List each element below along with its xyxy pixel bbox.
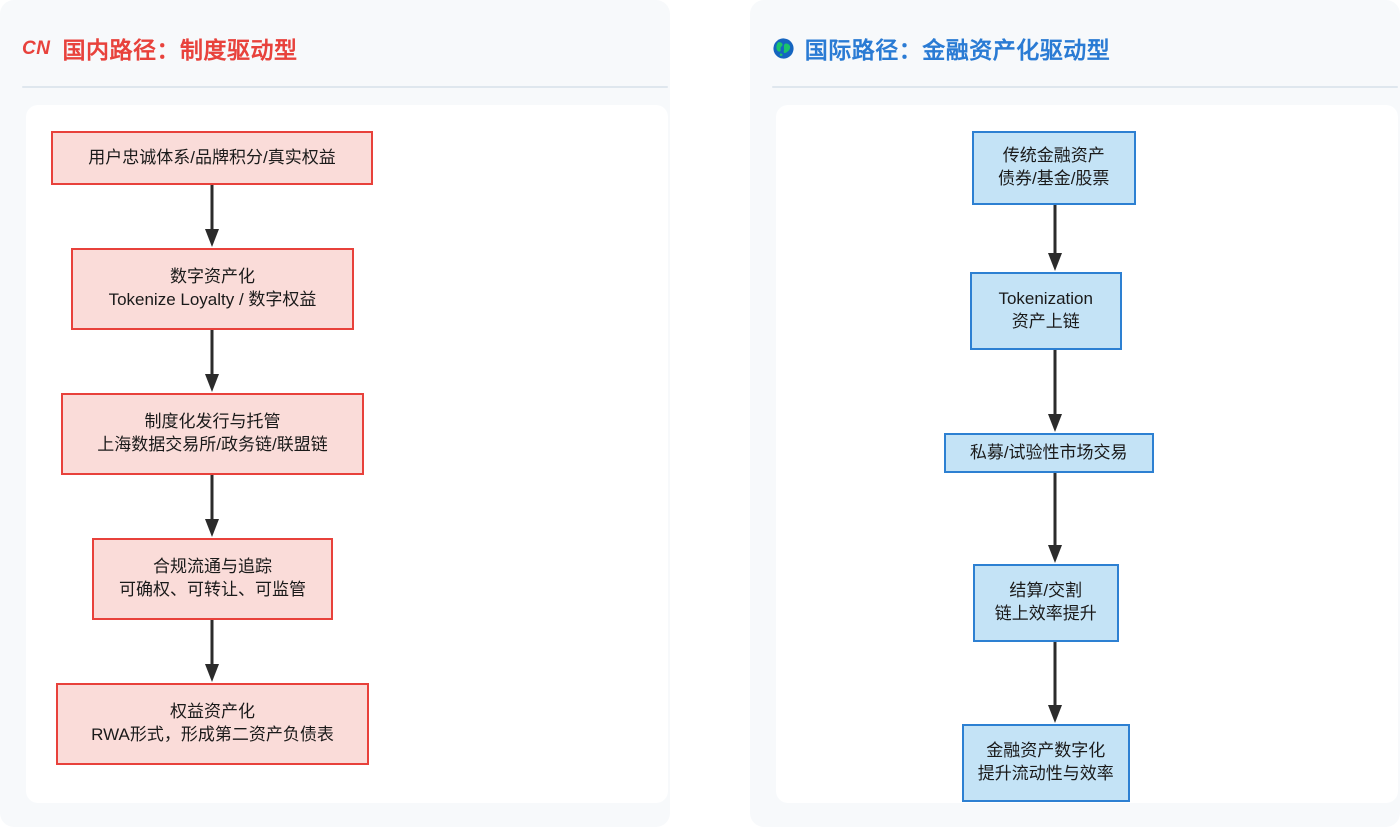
flow-node[interactable]: 传统金融资产 债券/基金/股票 [971,131,1136,205]
flow-node[interactable]: 金融资产数字化 提升流动性与效率 [961,724,1130,802]
flow-arrow [1047,473,1062,563]
flow-arrow [205,330,219,392]
flow-arrow [1047,350,1062,432]
node-line-1: 金融资产数字化 [986,741,1106,761]
node-line-1: 合规流通与追踪 [153,557,272,577]
panel-title-domestic: 国内路径：制度驱动型 [62,37,298,63]
node-line-2: 资产上链 [1011,312,1080,331]
flow-arrow [205,185,219,247]
panel-domestic-path: CN 国内路径：制度驱动型 用户忠诚体系/品牌积分/真实权益 数字资产化 Tok… [0,0,670,827]
panel-header-domestic: CN 国内路径：制度驱动型 [0,0,670,66]
flow-card-domestic: 用户忠诚体系/品牌积分/真实权益 数字资产化 Tokenize Loyalty … [26,105,668,803]
flow-arrow [1047,205,1062,271]
node-line-2: 债券/基金/股票 [997,169,1110,188]
flowchart-domestic: 用户忠诚体系/品牌积分/真实权益 数字资产化 Tokenize Loyalty … [26,105,668,803]
node-line-2: 可确权、可转让、可监管 [119,580,306,599]
node-line-2: RWA形式，形成第二资产负债表 [91,725,334,744]
globe-icon [772,37,795,60]
flow-node[interactable]: 用户忠诚体系/品牌积分/真实权益 [51,131,373,185]
flow-node[interactable]: 结算/交割 链上效率提升 [972,564,1119,642]
header-divider [22,86,668,88]
node-line-1: Tokenization [998,289,1093,309]
cn-flag-icon: CN [22,37,51,59]
node-line-2: 提升流动性与效率 [977,764,1114,783]
panel-header-international: 国际路径：金融资产化驱动型 [750,0,1400,66]
node-line-2: Tokenize Loyalty / 数字权益 [108,290,317,309]
header-divider [771,86,1398,88]
flowchart-international: 传统金融资产 债券/基金/股票 Tokenization 资产上链 私募/试验性 [776,105,1398,803]
node-line-2: 上海数据交易所/政务链/联盟链 [97,435,328,454]
node-line-1: 传统金融资产 [1002,146,1105,166]
flow-arrow [205,475,219,537]
node-line-1: 私募/试验性市场交易 [969,442,1128,462]
node-line-1: 权益资产化 [170,702,255,722]
panel-title-international: 国际路径：金融资产化驱动型 [804,37,1111,63]
flow-node[interactable]: 数字资产化 Tokenize Loyalty / 数字权益 [71,248,354,330]
flow-node[interactable]: 合规流通与追踪 可确权、可转让、可监管 [92,538,333,620]
node-line-2: 链上效率提升 [994,604,1097,623]
flow-node[interactable]: 权益资产化 RWA形式，形成第二资产负债表 [56,683,369,765]
flow-node[interactable]: 私募/试验性市场交易 [943,433,1154,473]
flow-node[interactable]: Tokenization 资产上链 [969,272,1122,350]
node-line-1: 数字资产化 [170,267,255,287]
flow-node[interactable]: 制度化发行与托管 上海数据交易所/政务链/联盟链 [61,393,364,475]
node-line-1: 结算/交割 [1009,581,1083,601]
flow-arrow [205,620,219,682]
node-line-1: 用户忠诚体系/品牌积分/真实权益 [88,147,336,167]
flow-card-international: 传统金融资产 债券/基金/股票 Tokenization 资产上链 私募/试验性 [775,105,1398,803]
panel-international-path: 国际路径：金融资产化驱动型 传统金融资产 债券/基金/股票 Tokenizati… [749,0,1400,827]
node-line-1: 制度化发行与托管 [144,412,281,432]
flow-arrow [1047,642,1062,723]
